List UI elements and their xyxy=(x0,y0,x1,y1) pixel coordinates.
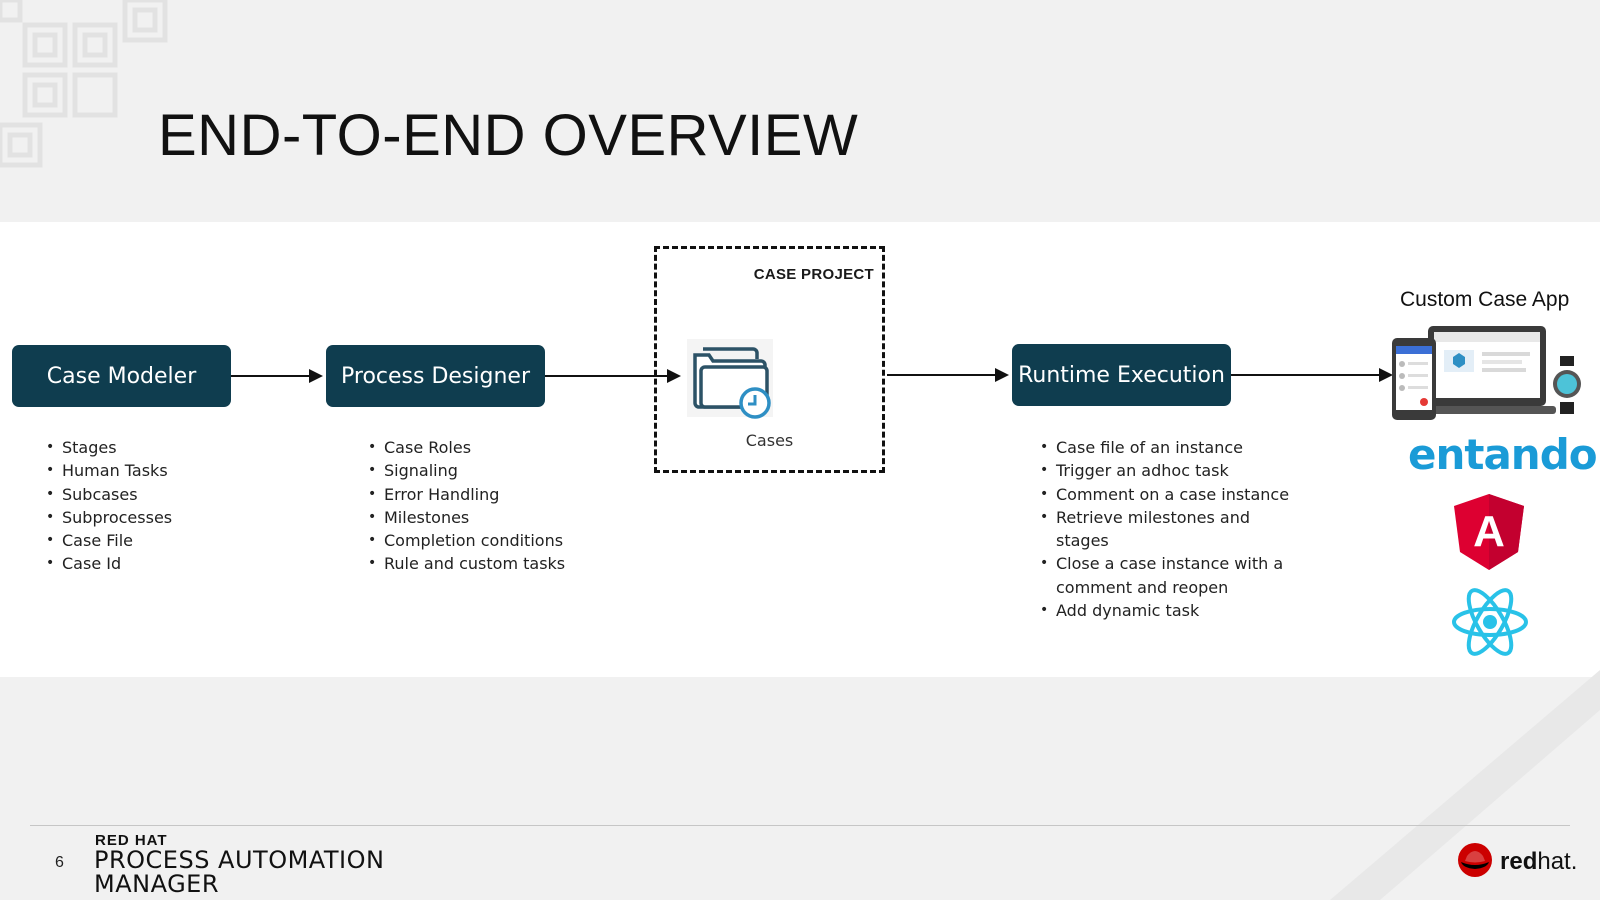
arrow-designer-to-project xyxy=(545,369,681,383)
list-item: Case Roles xyxy=(368,436,608,460)
footer-divider xyxy=(30,825,1570,826)
react-logo xyxy=(1452,588,1528,656)
brand-product-name: PROCESS AUTOMATION MANAGER xyxy=(94,848,384,896)
list-item: Trigger an adhoc task xyxy=(1040,459,1290,483)
decorative-pattern xyxy=(0,0,168,168)
list-item: Completion conditions xyxy=(368,529,608,553)
arrow-runtime-to-app xyxy=(1231,368,1393,382)
devices-icon xyxy=(1392,326,1581,420)
list-item: Add dynamic task xyxy=(1040,599,1290,623)
arrow-modeler-to-designer xyxy=(231,369,323,383)
list-item: Rule and custom tasks xyxy=(368,552,608,576)
case-modeler-box: Case Modeler xyxy=(12,345,231,407)
list-item: Subcases xyxy=(46,483,266,507)
redhat-word-red: red xyxy=(1500,848,1538,875)
brand-red-hat: RED HAT xyxy=(95,832,168,849)
case-project-container: CASE PROJECT Cases xyxy=(654,246,885,473)
redhat-wordmark: redhat. xyxy=(1500,848,1577,876)
runtime-execution-box: Runtime Execution xyxy=(1012,344,1231,406)
entando-logo: entando xyxy=(1408,430,1598,479)
list-item: Human Tasks xyxy=(46,459,266,483)
list-item: Case file of an instance xyxy=(1040,436,1290,460)
custom-case-app-title: Custom Case App xyxy=(1400,288,1570,311)
brand-line-1: PROCESS AUTOMATION xyxy=(94,846,385,874)
slide-title: END-TO-END OVERVIEW xyxy=(158,103,859,168)
runtime-execution-list: Case file of an instance Trigger an adho… xyxy=(1040,436,1290,623)
folder-clock-icon xyxy=(687,339,773,419)
angular-letter: A xyxy=(1473,507,1505,556)
brand-line-2: MANAGER xyxy=(94,870,220,898)
list-item: Comment on a case instance xyxy=(1040,483,1290,507)
redhat-shadowman-icon xyxy=(1458,843,1492,877)
redhat-word-hat: hat. xyxy=(1537,848,1578,875)
list-item: Error Handling xyxy=(368,483,608,507)
process-designer-list: Case Roles Signaling Error Handling Mile… xyxy=(368,436,608,576)
diagram-band xyxy=(0,222,1600,677)
list-item: Subprocesses xyxy=(46,506,266,530)
angular-logo: A xyxy=(1454,494,1524,570)
case-project-label: CASE PROJECT xyxy=(753,266,874,283)
page-number: 6 xyxy=(55,854,64,871)
list-item: Close a case instance with a comment and… xyxy=(1040,552,1290,599)
case-modeler-list: Stages Human Tasks Subcases Subprocesses… xyxy=(46,436,266,576)
list-item: Milestones xyxy=(368,506,608,530)
process-designer-box: Process Designer xyxy=(326,345,545,407)
arrow-project-to-runtime xyxy=(887,368,1009,382)
list-item: Stages xyxy=(46,436,266,460)
list-item: Signaling xyxy=(368,459,608,483)
decorative-diagonal xyxy=(1330,670,1600,900)
cases-label: Cases xyxy=(745,431,794,450)
list-item: Retrieve milestones and stages xyxy=(1040,506,1290,553)
list-item: Case Id xyxy=(46,552,266,576)
list-item: Case File xyxy=(46,529,266,553)
